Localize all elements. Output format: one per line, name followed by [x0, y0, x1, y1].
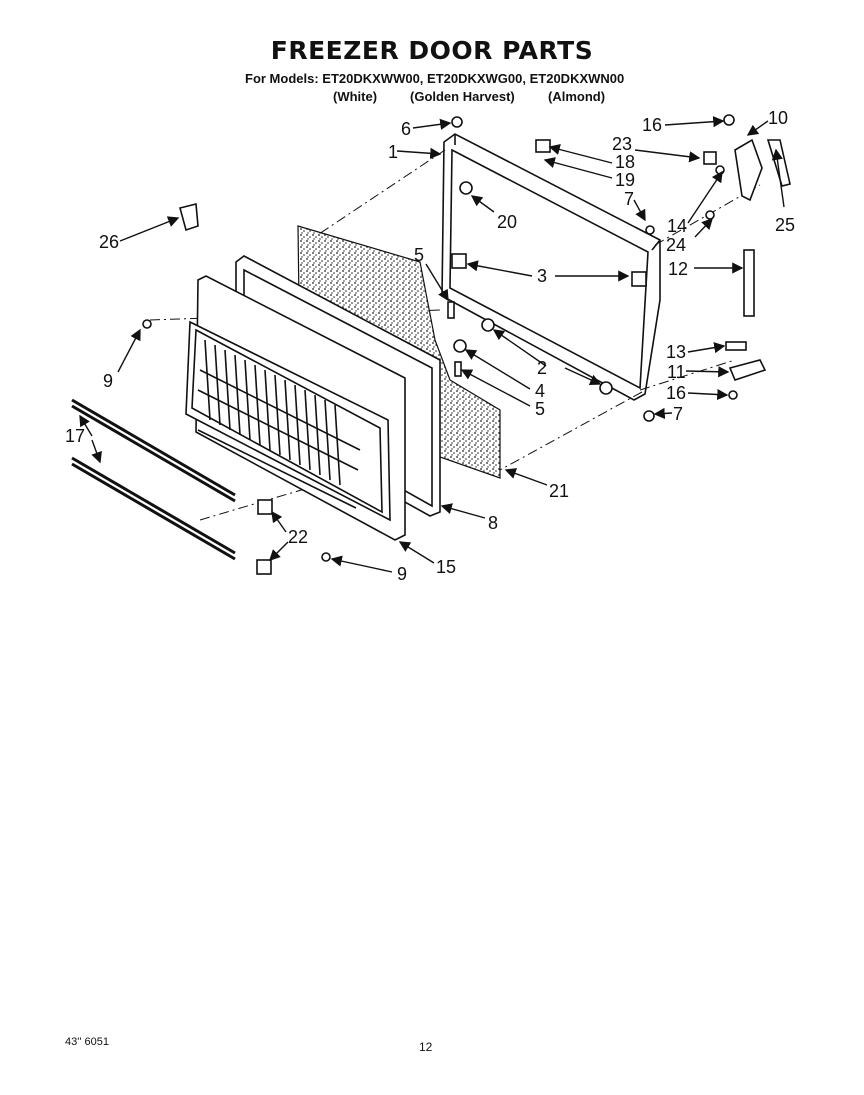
screw-9: [142, 319, 152, 329]
callout-9b: 9: [397, 564, 407, 584]
screw-6: [451, 116, 463, 128]
callout-labels: 6 1 16 10 23 18 19 7 20 14 24 25 26 12 3…: [65, 108, 795, 584]
callout-1: 1: [388, 142, 398, 162]
models-line: For Models: ET20DKXWW00, ET20DKXWG00, ET…: [245, 71, 625, 86]
shim-23: [703, 151, 717, 165]
callout-14: 14: [667, 216, 687, 236]
washer-4: [453, 339, 467, 353]
screw-16: [723, 114, 735, 126]
screw-24: [705, 210, 715, 220]
plug-7: [645, 225, 655, 235]
callout-13: 13: [666, 342, 686, 362]
bracket-26: [179, 202, 199, 232]
handle-rod-12: [743, 249, 755, 317]
callout-6: 6: [401, 119, 411, 139]
bracket-11: [728, 359, 767, 381]
screw-5: [454, 361, 462, 377]
color-almond-label: (Almond): [548, 89, 606, 104]
hinge-pin-2: [481, 318, 495, 332]
color-golden-label: (Golden Harvest): [410, 89, 515, 104]
callout-18: 18: [615, 152, 635, 172]
screw-5: [447, 301, 455, 319]
callout-20: 20: [497, 212, 517, 232]
diagram-title: FREEZER DOOR PARTS: [270, 36, 594, 65]
callout-22: 22: [288, 527, 308, 547]
door-shelf-bars: [71, 398, 236, 561]
callout-10: 10: [768, 108, 788, 128]
hinge-pin-2: [599, 381, 613, 395]
hinge-block-3: [631, 271, 647, 287]
plug-7: [643, 410, 655, 422]
callout-19: 19: [615, 170, 635, 190]
hinge-block-3: [451, 253, 467, 269]
callout-4: 4: [535, 381, 545, 401]
callout-7: 7: [624, 189, 634, 209]
callout-16: 16: [642, 115, 662, 135]
callout-8: 8: [488, 513, 498, 533]
screw-16: [728, 390, 738, 400]
callout-15: 15: [436, 557, 456, 577]
callout-16b: 16: [666, 383, 686, 403]
callout-3: 3: [537, 266, 547, 286]
spacer-13: [725, 341, 747, 351]
label-18: [535, 139, 551, 153]
callout-25: 25: [775, 215, 795, 235]
shelf-end-cap: [257, 499, 273, 515]
callout-11: 11: [667, 362, 686, 382]
callout-23: 23: [612, 134, 632, 154]
screw-14: [715, 165, 725, 175]
callout-5: 5: [414, 245, 424, 265]
leader-lines: [79, 116, 785, 573]
door-liner: [185, 275, 406, 541]
stop-20: [459, 181, 473, 195]
callout-17: 17: [65, 426, 85, 446]
color-white-label: (White): [333, 89, 378, 104]
fasteners: [142, 114, 747, 562]
hinge-bracket-10: [734, 138, 763, 202]
outer-door-panel: [441, 133, 661, 401]
callout-7b: 7: [673, 404, 683, 424]
callout-2: 2: [537, 358, 547, 378]
page-number: 12: [419, 1040, 433, 1054]
callout-9: 9: [103, 371, 113, 391]
callout-26: 26: [99, 232, 119, 252]
shelf-end-cap: [256, 559, 272, 575]
callout-12: 12: [668, 259, 688, 279]
screw-9: [321, 552, 331, 562]
callout-5b: 5: [535, 399, 545, 419]
handle-25: [766, 139, 791, 187]
exploded-parts-diagram: 6 1 16 10 23 18 19 7 20 14 24 25 26 12 3…: [65, 108, 795, 584]
document-code: 43'' 6051: [65, 1036, 109, 1048]
callout-21: 21: [549, 481, 569, 501]
callout-24: 24: [666, 235, 686, 255]
